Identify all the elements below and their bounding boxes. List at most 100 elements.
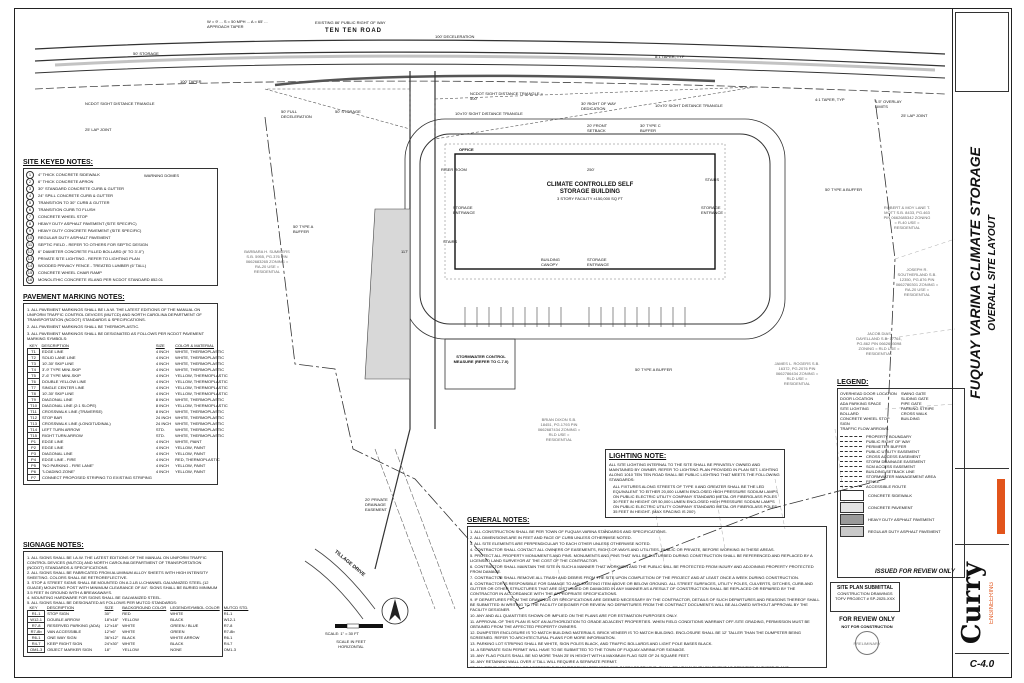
- legend-fill-label: HEAVY DUTY ASPHALT PAVEMENT: [868, 516, 935, 522]
- keyed-note-text: SEPTIC FIELD - REFER TO OTHERS FOR SEPTI…: [38, 242, 148, 247]
- table-header-cell: COLOR & MATERIAL: [175, 343, 214, 349]
- table-cell: STOP BAR: [42, 415, 63, 420]
- table-cell: DIAGONAL LINE: [42, 451, 73, 456]
- table-cell: GREEN / BLUE: [170, 623, 199, 628]
- legend-symbol-item: SIGN: [840, 421, 850, 426]
- table-cell: WHITE: [122, 641, 136, 646]
- signage-note: 2. ALL SIGNS SHALL BE FABRICATED FROM AL…: [27, 570, 209, 580]
- label-storage: 50' STORAGE: [335, 109, 361, 114]
- stamp-line: NOT FOR CONSTRUCTION: [841, 624, 893, 629]
- label-setback: 20' FRONT SETBACK: [587, 123, 608, 133]
- label-decel-100: 100' DECELERATION: [435, 34, 475, 39]
- table-cell: STOP SIGN: [47, 611, 69, 616]
- signage-note: 5. ALL SIGNS SHALL BE DESIGNATED AS FOLL…: [27, 600, 178, 605]
- table-cell: R6-1: [223, 635, 233, 640]
- legend-symbol-item: PARKING STRIPE: [900, 406, 935, 411]
- table-cell: 8 INCH: [155, 409, 169, 414]
- parcel-label: JACOB DIAS DAYELLAND S.B. 17764, PG.862 …: [856, 331, 902, 356]
- signage-notes: SIGNAGE NOTES: 1. ALL SIGNS SHALL BE I.A…: [23, 542, 248, 657]
- table-cell: WHITE, THERMOPLASTIC: [175, 427, 225, 432]
- general-note-item: 14. A SEPARATE SIGN PERMIT WILL HAVE TO …: [470, 647, 686, 652]
- keyed-note-text: REGULAR DUTY ASPHALT PAVEMENT: [38, 235, 111, 240]
- legend-line-label: PUBLIC RIGHT OF WAY: [866, 439, 911, 444]
- general-notes-title: GENERAL NOTES:: [467, 517, 530, 524]
- legend-line-label: STORM DRAINAGE EASEMENT: [866, 459, 926, 464]
- legend-line-swatch: [840, 461, 862, 462]
- legend-line-swatch: [840, 481, 862, 482]
- legend-line-swatch: [840, 436, 862, 437]
- table-cell: WHITE, PAINT: [175, 439, 202, 444]
- label-full-decel: 50' FULL DECELERATION: [281, 109, 312, 119]
- signage-note: 3. STOP & STREET SIGNS SHALL BE MOUNTED …: [27, 580, 218, 595]
- table-cell: [154, 475, 173, 481]
- general-note-item: 1. ALL CONSTRUCTION SHALL BE PER TOWN OF…: [470, 529, 667, 534]
- legend-fill-swatch: [840, 525, 864, 537]
- table-cell: ONE WAY SIGN: [47, 635, 77, 640]
- table-cell: WHITE: [122, 629, 136, 634]
- table-cell: 4 INCH: [155, 469, 169, 474]
- table-cell: 4 INCH: [155, 349, 169, 354]
- table-cell: [173, 475, 230, 481]
- table-cell: YELLOW, THERMOPLASTIC: [175, 403, 228, 408]
- keyed-note-text: 30" STANDARD CONCRETE CURB & GUTTER: [38, 186, 125, 191]
- table-cell: EDGE LINE - FIRE: [42, 457, 77, 462]
- keyed-note-text: 4" THICK CONCRETE SIDEWALK: [38, 172, 100, 177]
- table-cell: 3'-9' TYPE MINI-SKIP: [42, 367, 81, 372]
- table-cell: WHITE: [170, 611, 184, 616]
- signage-notes-title: SIGNAGE NOTES:: [23, 542, 84, 549]
- table-cell: STD.: [155, 427, 165, 432]
- table-cell: OM1-3: [26, 646, 46, 653]
- keyed-note-text: HEAVY DUTY ASPHALT PAVEMENT (SITE SPECIF…: [38, 221, 137, 226]
- table-cell: 4 INCH: [155, 361, 169, 366]
- legend-title: LEGEND:: [837, 379, 869, 386]
- label-canopy: BUILDING CANOPY: [541, 257, 560, 267]
- table-cell: OBJECT MARKER SIGN: [47, 647, 93, 652]
- keyed-note-text: TRANSITION CURB TO FLUSH: [38, 207, 96, 212]
- warning-domes-label: WARNING DOMES: [144, 173, 179, 178]
- table-cell: 4 INCH: [155, 355, 169, 360]
- legend-line-label: STORMWATER MANAGEMENT AREA: [866, 474, 936, 479]
- table-cell: W12-1: [223, 617, 236, 622]
- table-cell: YELLOW: [122, 647, 139, 652]
- table-header-cell: MUTCD STD.: [223, 605, 249, 611]
- legend-symbol-item: SITE LIGHTING: [840, 406, 869, 411]
- table-cell: 12"x6": [104, 629, 117, 634]
- pavement-notes-box: 1. ALL PAVEMENT MARKINGS SHALL BE I.A.W.…: [23, 303, 228, 485]
- legend-fill-label: REGULAR DUTY ASPHALT PAVEMENT: [868, 528, 941, 534]
- general-note-item: 3. ALL SITE ELEMENTS ARE PERPENDICULAR T…: [470, 541, 651, 546]
- label-lap-right: 25' LAP JOINT: [901, 113, 928, 118]
- table-cell: WHITE, THERMOPLASTIC: [175, 433, 225, 438]
- firm-info: [955, 468, 1009, 545]
- stamp-line: FOR REVIEW ONLY: [839, 617, 895, 623]
- keyed-note-number: 16: [26, 275, 34, 284]
- parcel-label: BARBARA H. SUMMERS S.B. 5955, PG.376 PIN…: [244, 249, 290, 274]
- table-cell: R7-8b: [223, 629, 235, 634]
- sheet-title-area: OVERALL SITE LAYOUT: [987, 188, 998, 358]
- table-cell: 18"x18": [104, 617, 119, 622]
- table-cell: 4 INCH: [155, 451, 169, 456]
- table-cell: WHITE, THERMOPLASTIC: [175, 421, 225, 426]
- label-taper-4: 4:1 TAPER, TYP: [815, 97, 845, 102]
- table-cell: YELLOW, PAINT: [175, 469, 206, 474]
- general-note-item: 8. CONTRACTOR IS RESPONSIBLE FOR DAMAGE …: [470, 581, 813, 596]
- table-cell: CROSSWALK LINE (LONGITUDINAL): [42, 421, 111, 426]
- table-cell: 30": [104, 611, 111, 616]
- label-sight-right: 10'x70' SIGHT DISTANCE TRIANGLE: [655, 103, 723, 108]
- submittal-project: TOFV PROJECT # SP-2025-XXX: [835, 596, 895, 601]
- legend-line-label: PUBLIC UTILITY EASEMENT: [866, 449, 920, 454]
